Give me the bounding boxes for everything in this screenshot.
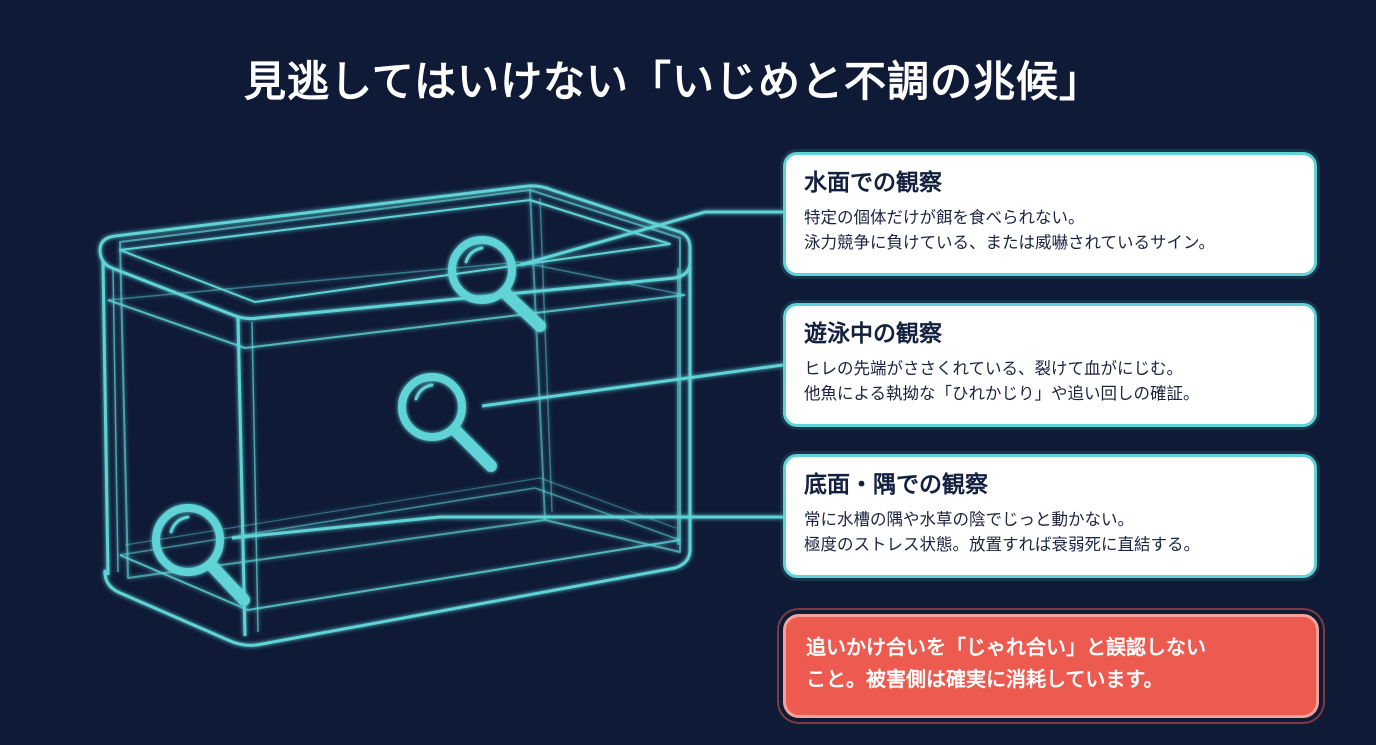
warning-box: 追いかけ合いを「じゃれ合い」と誤認しない こと。被害側は確実に消耗しています。: [783, 614, 1319, 718]
magnifier-icon: [448, 236, 546, 332]
card-heading: 底面・隅での観察: [804, 472, 988, 498]
connector-bottom: [231, 515, 783, 540]
magnifier-icon: [398, 373, 497, 472]
observation-card-midwater: 遊泳中の観察 ヒレの先端がささくれている、裂けて血がにじむ。 他魚による執拗な「…: [783, 303, 1317, 427]
connector-lines: [231, 210, 784, 540]
card-text-line: 極度のストレス状態。放置すれば衰弱死に直結する。: [804, 534, 1200, 554]
card-text-line: 他魚による執拗な「ひれかじり」や追い回しの確証。: [804, 383, 1200, 403]
connector-midwater: [481, 363, 784, 408]
magnifier-icon: [152, 504, 250, 606]
card-text-line: 常に水槽の隅や水草の陰でじっと動かない。: [804, 509, 1134, 529]
warning-text-line: こと。被害側は確実に消耗しています。: [806, 667, 1164, 691]
card-heading: 水面での観察: [804, 170, 942, 196]
connector-surface: [519, 210, 783, 267]
card-text-line: 特定の個体だけが餌を食べられない。: [804, 207, 1085, 227]
card-text-line: 泳力競争に負けている、または威嚇されているサイン。: [804, 232, 1216, 252]
aquarium-tank: [98, 184, 692, 647]
observation-card-bottom: 底面・隅での観察 常に水槽の隅や水草の陰でじっと動かない。 極度のストレス状態。…: [783, 454, 1317, 578]
card-text-line: ヒレの先端がささくれている、裂けて血がにじむ。: [804, 358, 1184, 378]
warning-text-line: 追いかけ合いを「じゃれ合い」と誤認しない: [806, 635, 1206, 659]
observation-card-surface: 水面での観察 特定の個体だけが餌を食べられない。 泳力競争に負けている、または威…: [783, 152, 1317, 276]
page-title: 見逃してはいけない「いじめと不調の兆候」: [244, 57, 1102, 106]
card-heading: 遊泳中の観察: [804, 321, 942, 347]
